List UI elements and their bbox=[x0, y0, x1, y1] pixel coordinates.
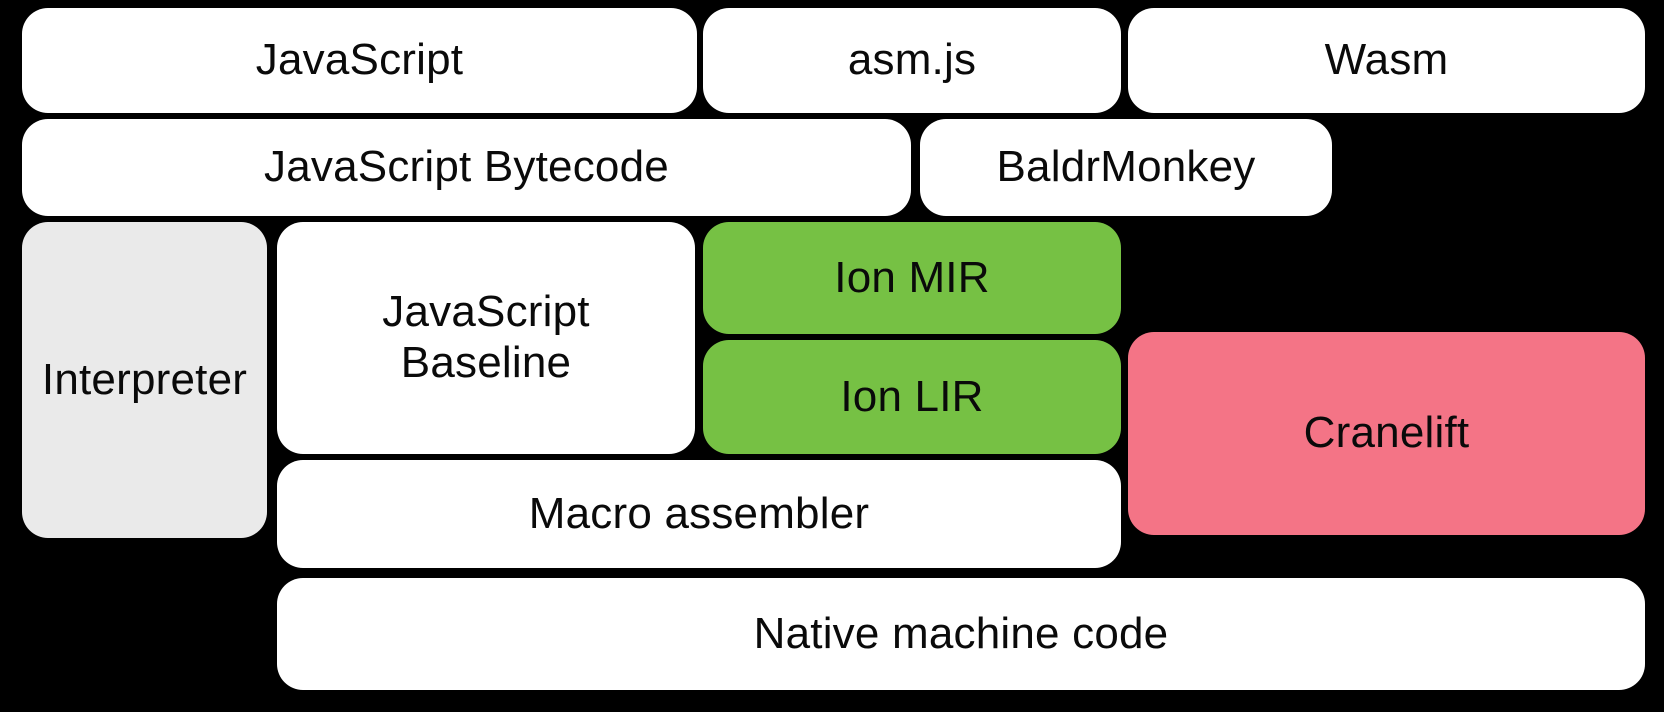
node-ion-mir: Ion MIR bbox=[703, 222, 1121, 334]
node-label: JavaScript Baseline bbox=[382, 287, 590, 387]
node-interpreter: Interpreter bbox=[22, 222, 267, 538]
node-label: Native machine code bbox=[753, 608, 1169, 658]
node-javascript: JavaScript bbox=[22, 8, 697, 113]
node-asm-js: asm.js bbox=[703, 8, 1121, 113]
node-javascript-baseline: JavaScript Baseline bbox=[277, 222, 695, 454]
node-label: Macro assembler bbox=[528, 488, 870, 538]
node-cranelift: Cranelift bbox=[1128, 332, 1645, 535]
node-label: Ion MIR bbox=[834, 252, 990, 302]
node-label: Interpreter bbox=[41, 354, 248, 404]
node-wasm: Wasm bbox=[1128, 8, 1645, 113]
node-javascript-bytecode: JavaScript Bytecode bbox=[22, 119, 911, 216]
node-label: Cranelift bbox=[1303, 408, 1470, 458]
node-label: Wasm bbox=[1324, 35, 1449, 85]
node-label: asm.js bbox=[847, 35, 977, 85]
node-label: JavaScript Bytecode bbox=[264, 142, 669, 192]
node-label: JavaScript bbox=[255, 35, 464, 85]
node-baldrmonkey: BaldrMonkey bbox=[920, 119, 1332, 216]
node-label: Ion LIR bbox=[840, 371, 984, 421]
node-native-machine-code: Native machine code bbox=[277, 578, 1645, 690]
node-ion-lir: Ion LIR bbox=[703, 340, 1121, 454]
node-macro-assembler: Macro assembler bbox=[277, 460, 1121, 568]
node-label: BaldrMonkey bbox=[996, 142, 1256, 192]
